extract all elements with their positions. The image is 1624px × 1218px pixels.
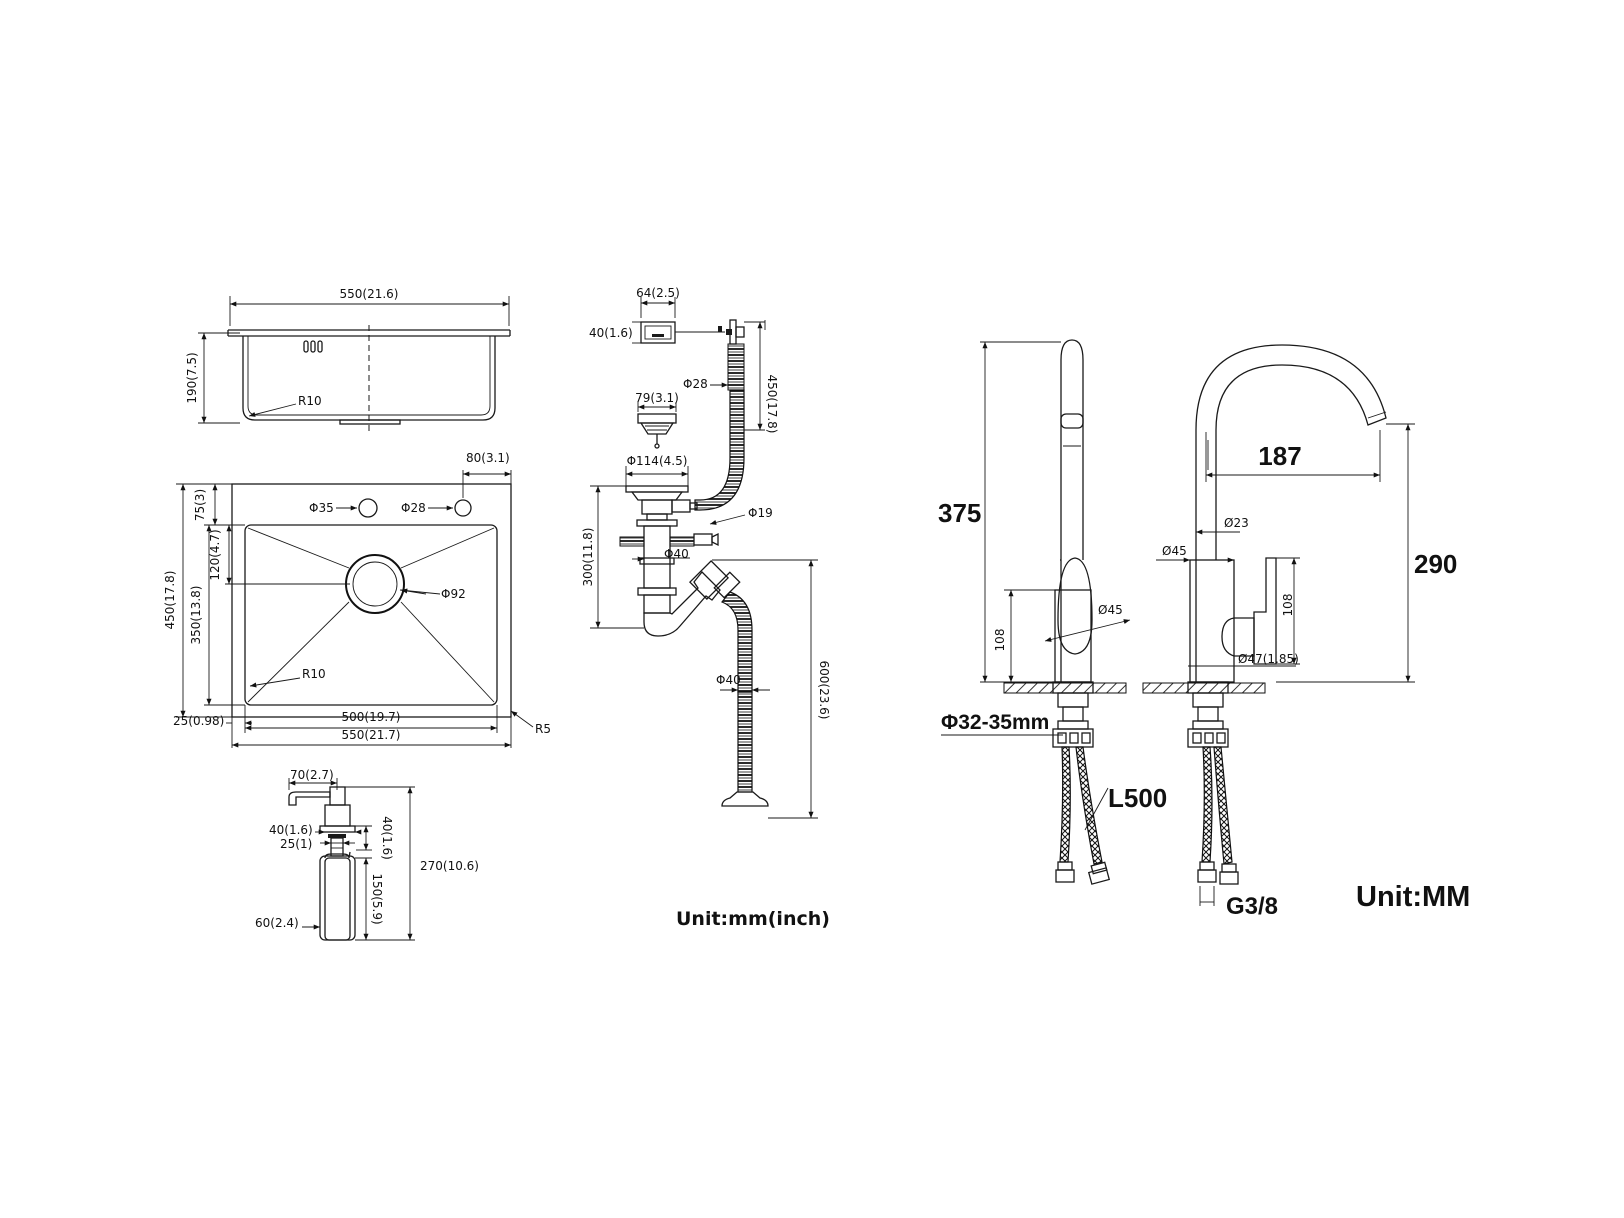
left-unit-label: Unit:mm(inch) (676, 908, 830, 930)
side-body-height-label: 108 (1281, 594, 1295, 617)
spout-height-label: 290 (1414, 549, 1457, 579)
hole-offset-label: 80(3.1) (466, 451, 510, 465)
hose-length-label: 450(17.8) (765, 375, 779, 434)
overall-depth-label: 450(17.8) (163, 571, 177, 630)
shank-diameter-label: 25(1) (280, 837, 312, 851)
collar-height-label: 40(1.6) (380, 816, 394, 860)
bottle-height-label: 150(5.9) (370, 873, 384, 924)
flange-diameter-label: Φ114(4.5) (627, 454, 688, 468)
faucet-hole-label: Φ35 (309, 501, 334, 515)
overflow-width-label: 64(2.5) (636, 286, 680, 300)
hose-length-label: L500 (1108, 783, 1167, 813)
corner-radius-label: R10 (302, 667, 326, 681)
overflow-height-label: 40(1.6) (589, 326, 633, 340)
faucet-front-view: 375 108 Ø45 Φ32-35mm L500 (938, 339, 1167, 885)
faucet-side-view: 187 290 Ø23 Ø45 108 Ø47(1.85) G3/8 (1142, 344, 1457, 920)
base-diameter-label: Ø47(1.85) (1238, 652, 1299, 666)
bowl-width-label: 500(19.7) (342, 710, 401, 724)
drain-hose-length-label: 600(23.6) (817, 661, 831, 720)
side-margin-label: 25(0.98) (173, 714, 224, 728)
bowl-depth-label: 350(13.8) (189, 586, 203, 645)
overall-height-label: 270(10.6) (420, 859, 479, 873)
dispenser-hole-label: Φ28 (401, 501, 426, 515)
pipe-diameter-label: Φ40 (664, 547, 689, 561)
drain-hose-diameter-label: Φ40 (716, 673, 741, 687)
sink-side-view: 550(21.6) 190(7.5) R10 (185, 287, 511, 432)
hole-range-label: Φ32-35mm (941, 711, 1049, 734)
bottle-diameter-label: 60(2.4) (255, 916, 299, 930)
soap-dispenser: 70(2.7) 40(1.6) 25(1) 40(1.6) 150(5.9) 2… (255, 768, 479, 941)
spout-reach-label: 187 (1258, 441, 1301, 471)
front-body-diameter-label: Ø45 (1098, 603, 1123, 617)
sink-height-label: 190(7.5) (185, 352, 199, 403)
overall-width-label: 550(21.7) (342, 728, 401, 742)
drain-offset-label: 120(4.7) (208, 529, 222, 580)
edge-radius-label: R5 (535, 722, 551, 736)
basket-diameter-label: 79(3.1) (635, 391, 679, 405)
collar-diameter-label: 40(1.6) (269, 823, 313, 837)
side-body-diameter-label: Ø45 (1162, 544, 1187, 558)
thread-label: G3/8 (1226, 893, 1278, 920)
drain-kit: 64(2.5) 40(1.6) 450(17.8) Φ28 79(3.1) Φ1… (581, 286, 831, 819)
top-margin-label: 75(3) (193, 489, 207, 521)
hose-diameter-label: Φ28 (683, 377, 708, 391)
side-radius-label: R10 (298, 394, 322, 408)
trap-height-label: 300(11.8) (581, 528, 595, 587)
spout-diameter-label: Ø23 (1224, 516, 1249, 530)
sink-top-view: Φ35 Φ28 80(3.1) 75(3) 120(4.7) 450(17.8)… (163, 451, 551, 748)
drain-diameter-label: Φ92 (441, 587, 466, 601)
inlet-diameter-label: Φ19 (748, 506, 773, 520)
front-height-label: 375 (938, 498, 981, 528)
front-body-height-label: 108 (993, 629, 1007, 652)
sink-width-label: 550(21.6) (340, 287, 399, 301)
spout-reach-label: 70(2.7) (290, 768, 334, 782)
right-unit-label: Unit:MM (1356, 881, 1470, 913)
